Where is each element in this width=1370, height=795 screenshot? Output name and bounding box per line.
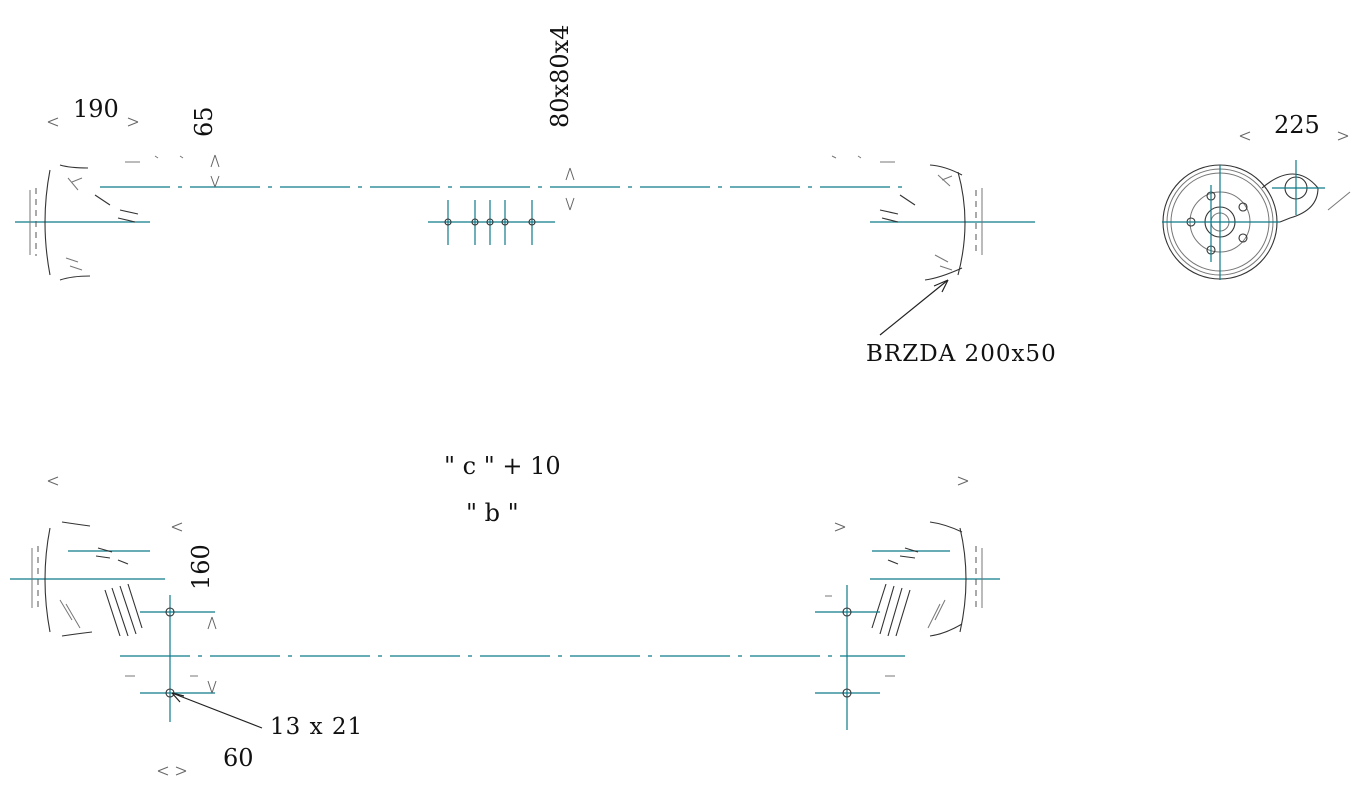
- tube-profile-label: 80x80x4: [546, 25, 574, 128]
- track-total-label: " c " + 10: [444, 452, 561, 480]
- track-inner-label: " b ": [466, 499, 519, 527]
- bolt-spacing-label: 60: [223, 744, 254, 772]
- hub-width-dim-arrows: [47, 117, 139, 127]
- hole-leader-arrow: [171, 692, 185, 703]
- right-hub-bottom: [871, 521, 983, 637]
- hole-leader-line: [171, 692, 263, 729]
- hole-size-label: 13 x 21: [270, 714, 363, 740]
- wheel-diameter-dim-arrows: [1239, 131, 1349, 141]
- spring-height-dim-arrows: [207, 616, 217, 694]
- wheel-diameter-label: 225: [1274, 111, 1320, 139]
- center-mount-bolts: [444, 200, 536, 245]
- inner-left-arrow: [171, 522, 183, 532]
- top-right-marks: [831, 155, 895, 163]
- tube-offset-label: 65: [190, 106, 218, 137]
- top-view: 190 65 80x80x4 BRZDA 200x50: [15, 25, 1057, 367]
- brake-leader-arrow: [933, 279, 949, 293]
- top-left-marks: [125, 155, 184, 163]
- right-spring-bolts: [815, 585, 895, 730]
- left-spring-bolts: [125, 595, 215, 722]
- side-view-wheel: 225: [1162, 111, 1351, 280]
- spring-height-label: 160: [187, 544, 215, 590]
- brake-label: BRZDA 200x50: [866, 341, 1057, 367]
- offset-dim-arrows: [210, 154, 220, 188]
- bottom-view: " c " + 10 " b ": [10, 452, 1000, 776]
- left-hub-bottom: [31, 521, 143, 637]
- track-left-arrow: [47, 476, 59, 486]
- profile-dim-arrows: [565, 167, 575, 211]
- right-hub-top: [879, 164, 983, 281]
- bolt-spacing-dim-arrows: [157, 766, 187, 776]
- brake-leader-line: [879, 279, 949, 336]
- inner-right-arrow: [834, 522, 846, 532]
- left-hub-top: [29, 164, 139, 281]
- hub-width-label: 190: [73, 95, 119, 123]
- track-right-arrow: [957, 476, 969, 486]
- wheel-arm: [1261, 173, 1319, 223]
